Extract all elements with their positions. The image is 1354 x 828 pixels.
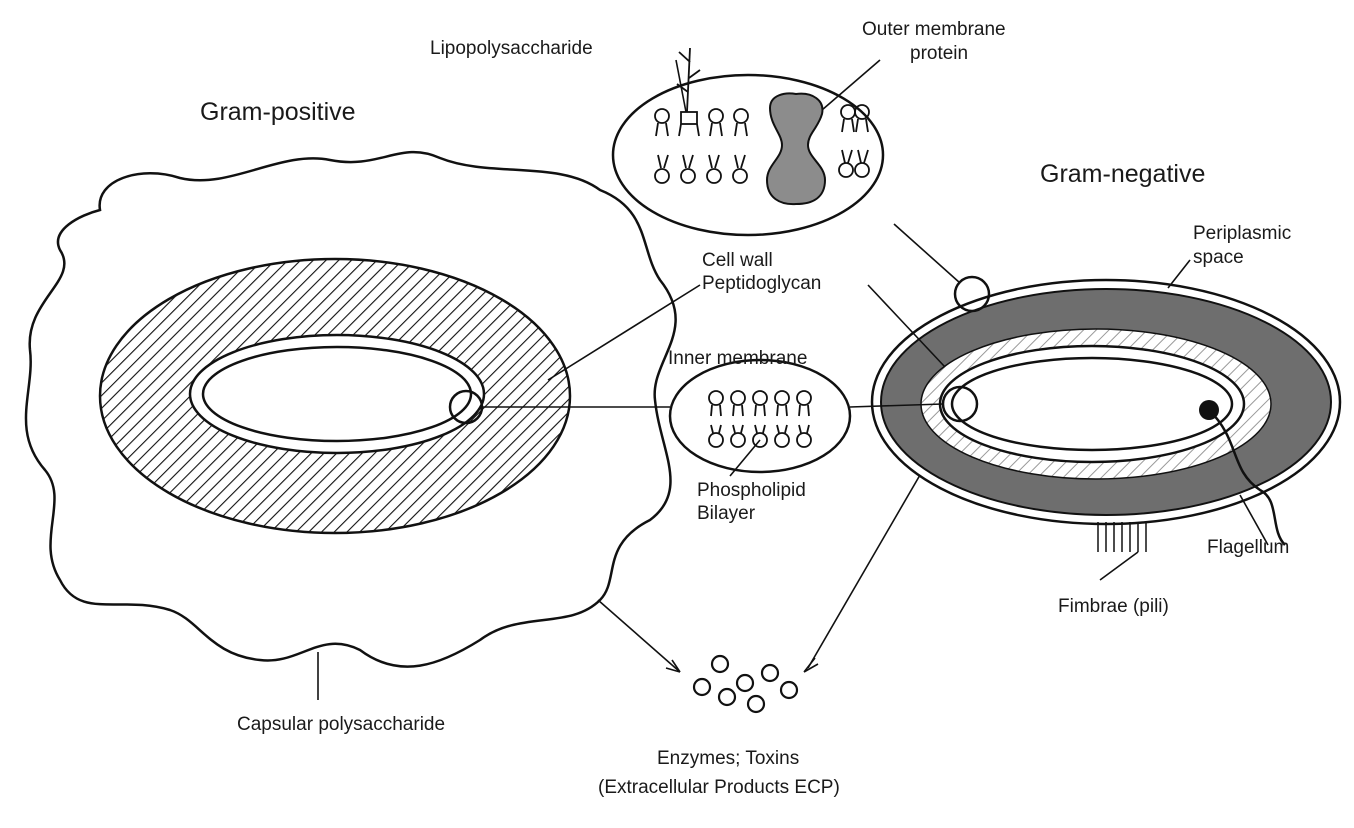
label-capsular-polysaccharide: Capsular polysaccharide	[237, 714, 445, 735]
outer-membrane-protein	[765, 92, 827, 206]
inner-leaflet-lipids	[654, 149, 870, 184]
gram-positive-heading: Gram-positive	[200, 98, 356, 126]
label-periplasmic-2: space	[1193, 247, 1244, 268]
leader-lines	[317, 59, 1269, 700]
lipopolysaccharide-symbol	[676, 47, 701, 125]
label-phospholipid-2: Bilayer	[697, 503, 756, 524]
gn-cytoplasm	[950, 356, 1234, 452]
cytoplasm	[201, 345, 473, 443]
label-lipopolysaccharide: Lipopolysaccharide	[430, 38, 593, 59]
label-flagellum: Flagellum	[1207, 537, 1289, 558]
label-phospholipid-1: Phospholipid	[697, 480, 806, 501]
capsule-outline	[24, 150, 677, 668]
outer-leaflet-lipids	[654, 104, 870, 137]
label-outer-membrane-protein-1: Outer membrane	[862, 19, 1006, 40]
gram-negative-cell	[870, 275, 1342, 552]
fimbrae	[1097, 522, 1147, 552]
label-cell-wall-2: Peptidoglycan	[702, 273, 821, 294]
label-cell-wall-1: Cell wall	[702, 250, 773, 271]
label-ecp-2: (Extracellular Products ECP)	[598, 777, 840, 798]
bilayer-top-lipids	[708, 390, 812, 417]
outer-membrane-zoom	[611, 47, 885, 237]
gram-positive-cell	[24, 150, 677, 668]
inner-membrane-zoom-ellipse	[668, 358, 852, 474]
inner-membrane-zoom	[668, 358, 852, 474]
bilayer-bottom-lipids	[708, 424, 812, 448]
label-outer-membrane-protein-2: protein	[910, 43, 968, 64]
ecp-particles	[692, 654, 799, 714]
flagellum	[1208, 409, 1286, 546]
gram-negative-heading: Gram-negative	[1040, 160, 1205, 188]
label-periplasmic-1: Periplasmic	[1193, 223, 1291, 244]
label-ecp-1: Enzymes; Toxins	[657, 748, 799, 769]
label-fimbrae: Fimbrae (pili)	[1058, 596, 1169, 617]
label-inner-membrane: Inner membrane	[668, 348, 807, 369]
gn-outer-zoom-circle	[953, 275, 991, 313]
